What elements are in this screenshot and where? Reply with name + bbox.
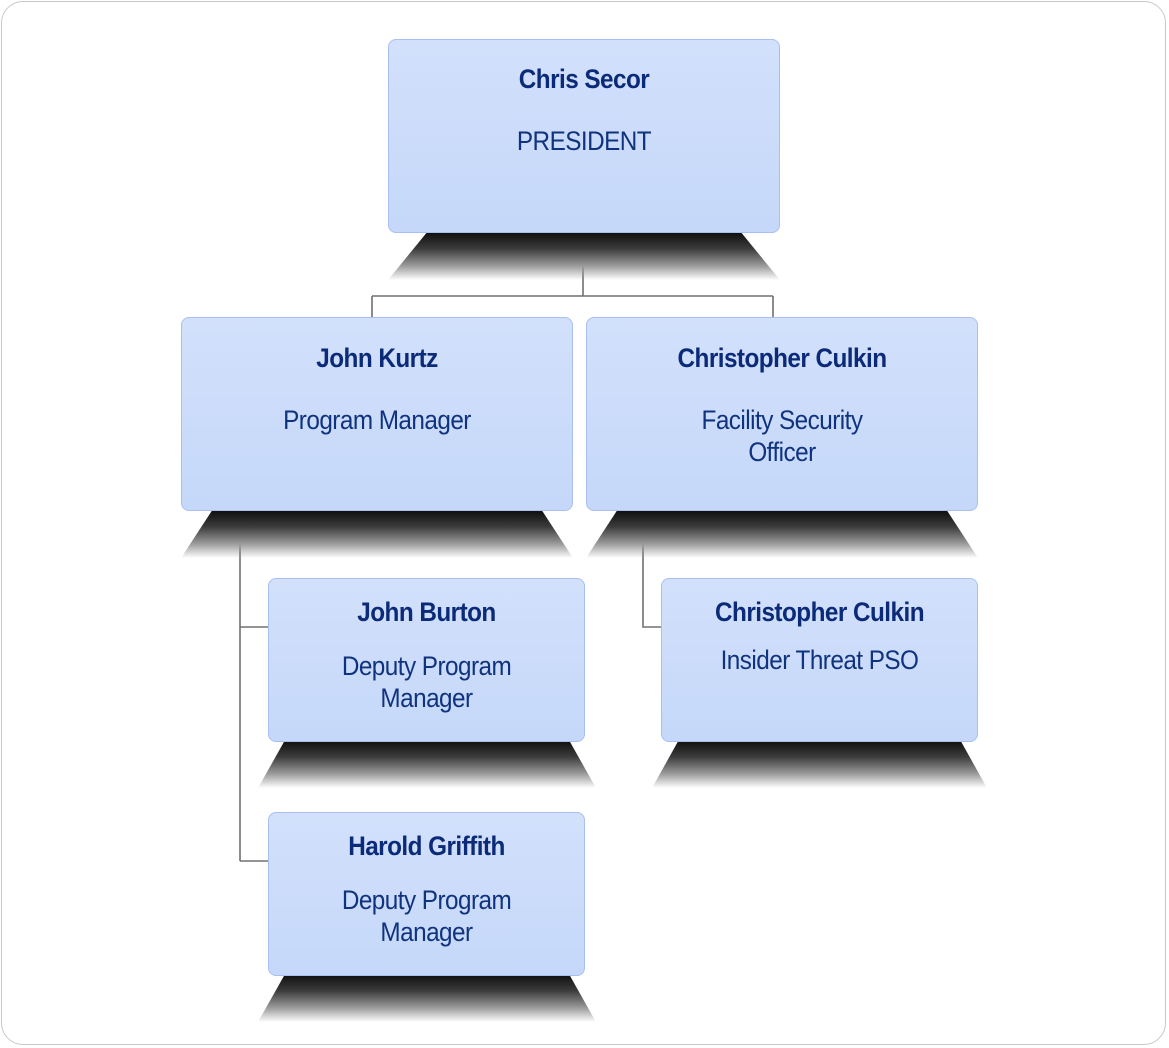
node-role-line1: Deputy Program: [341, 885, 512, 915]
node-fso: Christopher Culkin Facility Security Off…: [586, 317, 978, 511]
shadow-insider-threat: [652, 740, 987, 788]
node-name: Christopher Culkin: [677, 343, 888, 373]
shadow-deputy-1: [258, 740, 596, 788]
node-role-line2: Manager: [380, 917, 473, 947]
node-name: Christopher Culkin: [715, 597, 925, 627]
node-name: Harold Griffith: [348, 831, 505, 861]
node-deputy-1: John Burton Deputy Program Manager: [268, 578, 585, 742]
node-name: John Kurtz: [316, 343, 438, 373]
node-insider-threat: Christopher Culkin Insider Threat PSO: [661, 578, 978, 742]
node-role-line1: Deputy Program: [341, 651, 512, 681]
node-role: Insider Threat PSO: [720, 645, 919, 675]
shadow-program-manager: [181, 510, 573, 558]
node-program-manager: John Kurtz Program Manager: [181, 317, 573, 511]
node-role-line1: Facility Security: [701, 405, 863, 435]
node-name: Chris Secor: [518, 64, 650, 94]
node-role: PRESIDENT: [516, 126, 652, 156]
node-name: John Burton: [357, 597, 496, 627]
shadow-deputy-2: [258, 974, 596, 1022]
shadow-fso: [586, 510, 978, 558]
node-deputy-2: Harold Griffith Deputy Program Manager: [268, 812, 585, 976]
node-role-line2: Manager: [380, 683, 473, 713]
node-role: Program Manager: [283, 405, 471, 435]
shadow-president: [388, 232, 780, 280]
node-role-line2: Officer: [748, 437, 816, 467]
node-president: Chris Secor PRESIDENT: [388, 39, 780, 233]
